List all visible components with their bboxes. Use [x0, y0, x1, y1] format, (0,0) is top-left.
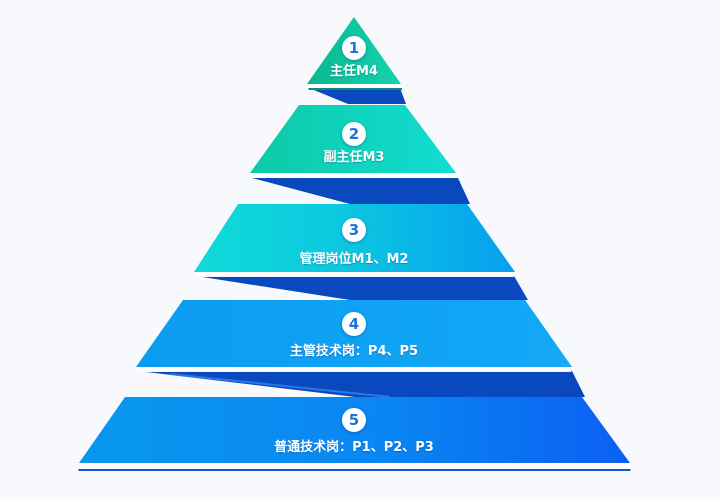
connector-3-4 [196, 276, 528, 300]
tier-2-base [250, 173, 458, 178]
tier-2-number-badge: 2 [342, 122, 366, 146]
tier-2-label: 副主任M3 [323, 150, 385, 165]
tier-5-number-badge: 5 [342, 408, 366, 432]
connector-4-5 [138, 371, 585, 397]
tier-4-number-badge: 4 [342, 312, 366, 336]
tier-3-label: 管理岗位M1、M2 [299, 252, 409, 267]
tier-1-base [307, 84, 402, 88]
connector-1-2 [309, 88, 406, 104]
tier-4-label: 主管技术岗：P4、P5 [289, 344, 419, 359]
tier-3-number-badge: 3 [342, 218, 366, 242]
connector-4-5-stripe [169, 373, 391, 398]
tier-5-label: 普通技术岗：P1、P2、P3 [274, 440, 434, 455]
tier-3-base [194, 272, 515, 277]
tier-1-label: 主任M4 [330, 64, 378, 79]
tier-1-number-badge: 1 [342, 36, 366, 60]
tier-1-base-shadow [308, 88, 402, 90]
connector-2-3 [252, 178, 470, 204]
tier-5-base [78, 463, 631, 469]
tier-4-base [136, 367, 572, 372]
tier-5-base-shadow [78, 469, 631, 471]
